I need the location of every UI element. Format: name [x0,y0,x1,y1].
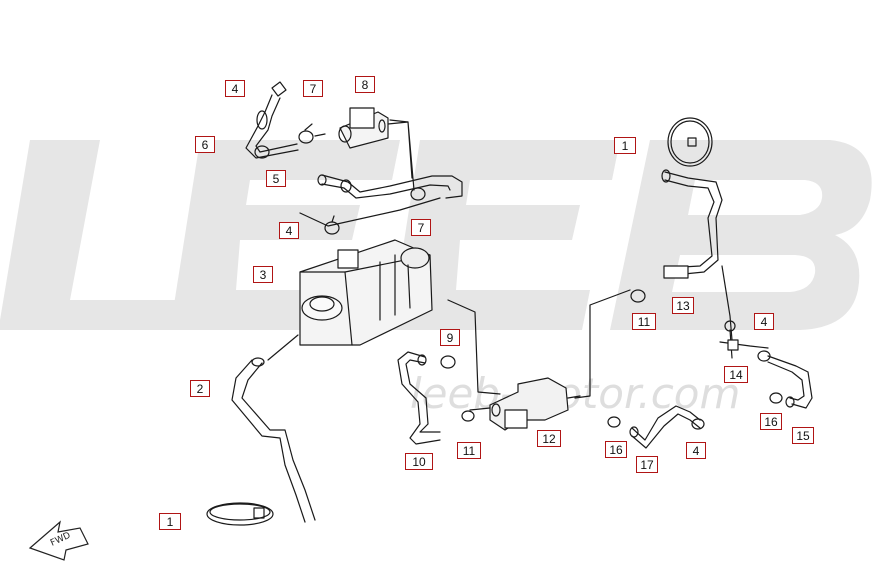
hose-17-part [629,405,701,449]
clamp-ring-1-top [667,117,713,167]
callout-14[interactable]: 14 [724,366,748,383]
hose-5-part [317,174,463,199]
callout-6[interactable]: 6 [195,136,215,153]
callout-7-mid[interactable]: 7 [411,219,431,236]
callout-16-right[interactable]: 16 [760,413,782,430]
clamp-4-mid [324,215,340,235]
callout-10[interactable]: 10 [405,453,433,470]
clamp-4-top [271,81,287,97]
clamp-ring-1-bottom [206,502,274,526]
leeb-logo-watermark [0,140,872,330]
callout-4-top[interactable]: 4 [225,80,245,97]
callout-16-low[interactable]: 16 [605,441,627,458]
purge-valve-12-part [469,377,581,431]
hose-15-part [767,355,813,409]
canister-part [299,239,433,346]
callout-9[interactable]: 9 [440,329,460,346]
callout-15[interactable]: 15 [792,427,814,444]
clamp-7-top [298,123,314,144]
callout-5[interactable]: 5 [266,170,286,187]
callout-1-bottom[interactable]: 1 [159,513,181,530]
callout-11-low[interactable]: 11 [457,442,481,459]
clamp-9 [440,355,456,369]
hose-2-part [231,334,316,523]
callout-4-low[interactable]: 4 [686,442,706,459]
clamp-7-mid [410,187,426,201]
valve-8-part [314,107,409,149]
fwd-arrow-icon: FWD [28,520,89,561]
callout-4-right[interactable]: 4 [754,313,774,330]
callout-7-top[interactable]: 7 [303,80,323,97]
callout-12[interactable]: 12 [537,430,561,447]
callout-13[interactable]: 13 [672,297,694,314]
tee-14-part [719,320,769,359]
callout-4-mid[interactable]: 4 [279,222,299,239]
clamp-11-low [461,410,475,422]
callout-17[interactable]: 17 [636,456,658,473]
callout-1-top[interactable]: 1 [614,137,636,154]
hose-10-part [397,351,441,445]
hose-13-part [661,169,723,279]
clamp-16-right [769,392,783,404]
clamp-11-right [630,289,646,303]
clamp-16-low [607,416,621,428]
callout-2[interactable]: 2 [190,380,210,397]
hose-6-part [245,94,299,159]
clamp-4-low [691,418,705,430]
callout-3[interactable]: 3 [253,266,273,283]
callout-11-right[interactable]: 11 [632,313,656,330]
clamp-4-right [757,350,771,362]
watermark-text: leeb-motor.com [410,369,740,418]
callout-8[interactable]: 8 [355,76,375,93]
